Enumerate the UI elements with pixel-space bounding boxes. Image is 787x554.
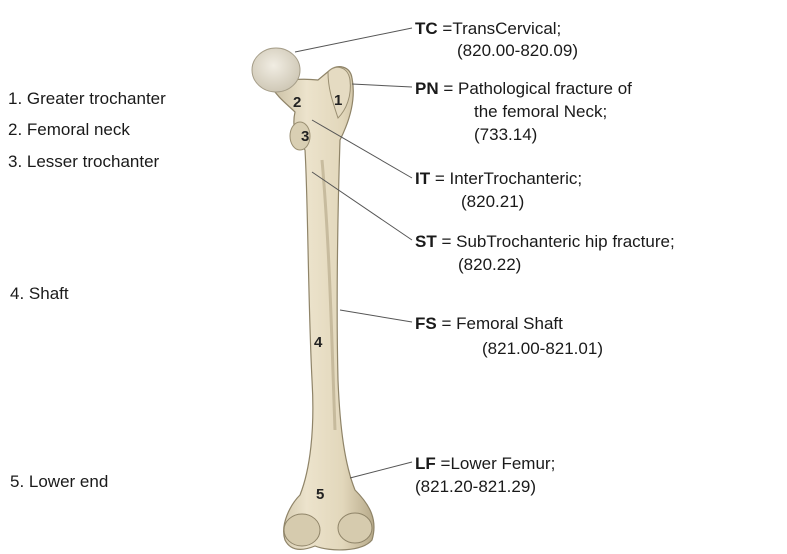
fracture-st: ST = SubTrochanteric hip fracture; [415,232,675,252]
part-label-greater-trochanter: 1. Greater trochanter [8,89,166,109]
fracture-sep: = [436,454,451,473]
fracture-abbr: FS [415,314,437,333]
bone-number-5: 5 [316,486,324,503]
fracture-name: Femoral Shaft [456,314,563,333]
fracture-it-code: (820.21) [461,192,524,212]
part-label-lesser-trochanter: 3. Lesser trochanter [8,152,159,172]
fracture-sep: = [437,314,456,333]
femur-bone [270,67,374,550]
bone-number-4: 4 [314,334,322,351]
bone-number-3: 3 [301,128,309,145]
lateral-condyle [338,513,372,543]
fracture-it: IT = InterTrochanteric; [415,169,582,189]
fracture-pn-name-line2: the femoral Neck; [474,102,607,122]
part-label-shaft: 4. Shaft [10,284,69,304]
leader-line-tc [295,28,412,52]
femoral-head [252,48,300,92]
leader-line-pn [352,84,412,87]
part-label-femoral-neck: 2. Femoral neck [8,120,130,140]
fracture-pn-code: (733.14) [474,125,537,145]
fracture-fs-code: (821.00-821.01) [482,339,603,359]
fracture-fs: FS = Femoral Shaft [415,314,563,334]
bone-number-2: 2 [293,94,301,111]
fracture-abbr: PN [415,79,439,98]
medial-condyle [284,514,320,546]
fracture-abbr: TC [415,19,438,38]
fracture-lf: LF =Lower Femur; [415,454,555,474]
fracture-abbr: LF [415,454,436,473]
leader-line-fs [340,310,412,322]
fracture-tc: TC =TransCervical; [415,19,561,39]
fracture-pn: PN = Pathological fracture of [415,79,632,99]
fracture-abbr: ST [415,232,437,251]
fracture-sep: = [438,19,453,38]
leader-line-lf [350,462,412,478]
part-label-lower-end: 5. Lower end [10,472,108,492]
fracture-abbr: IT [415,169,430,188]
fracture-tc-code: (820.00-820.09) [457,41,578,61]
fracture-name: SubTrochanteric hip fracture; [456,232,675,251]
fracture-name: Pathological fracture of [458,79,632,98]
fracture-st-code: (820.22) [458,255,521,275]
fracture-sep: = [439,79,458,98]
fracture-name: TransCervical; [452,19,561,38]
fracture-name: InterTrochanteric; [449,169,582,188]
fracture-sep: = [437,232,456,251]
fracture-lf-code: (821.20-821.29) [415,477,536,497]
fracture-name: Lower Femur; [450,454,555,473]
bone-number-1: 1 [334,92,342,109]
fracture-sep: = [430,169,449,188]
